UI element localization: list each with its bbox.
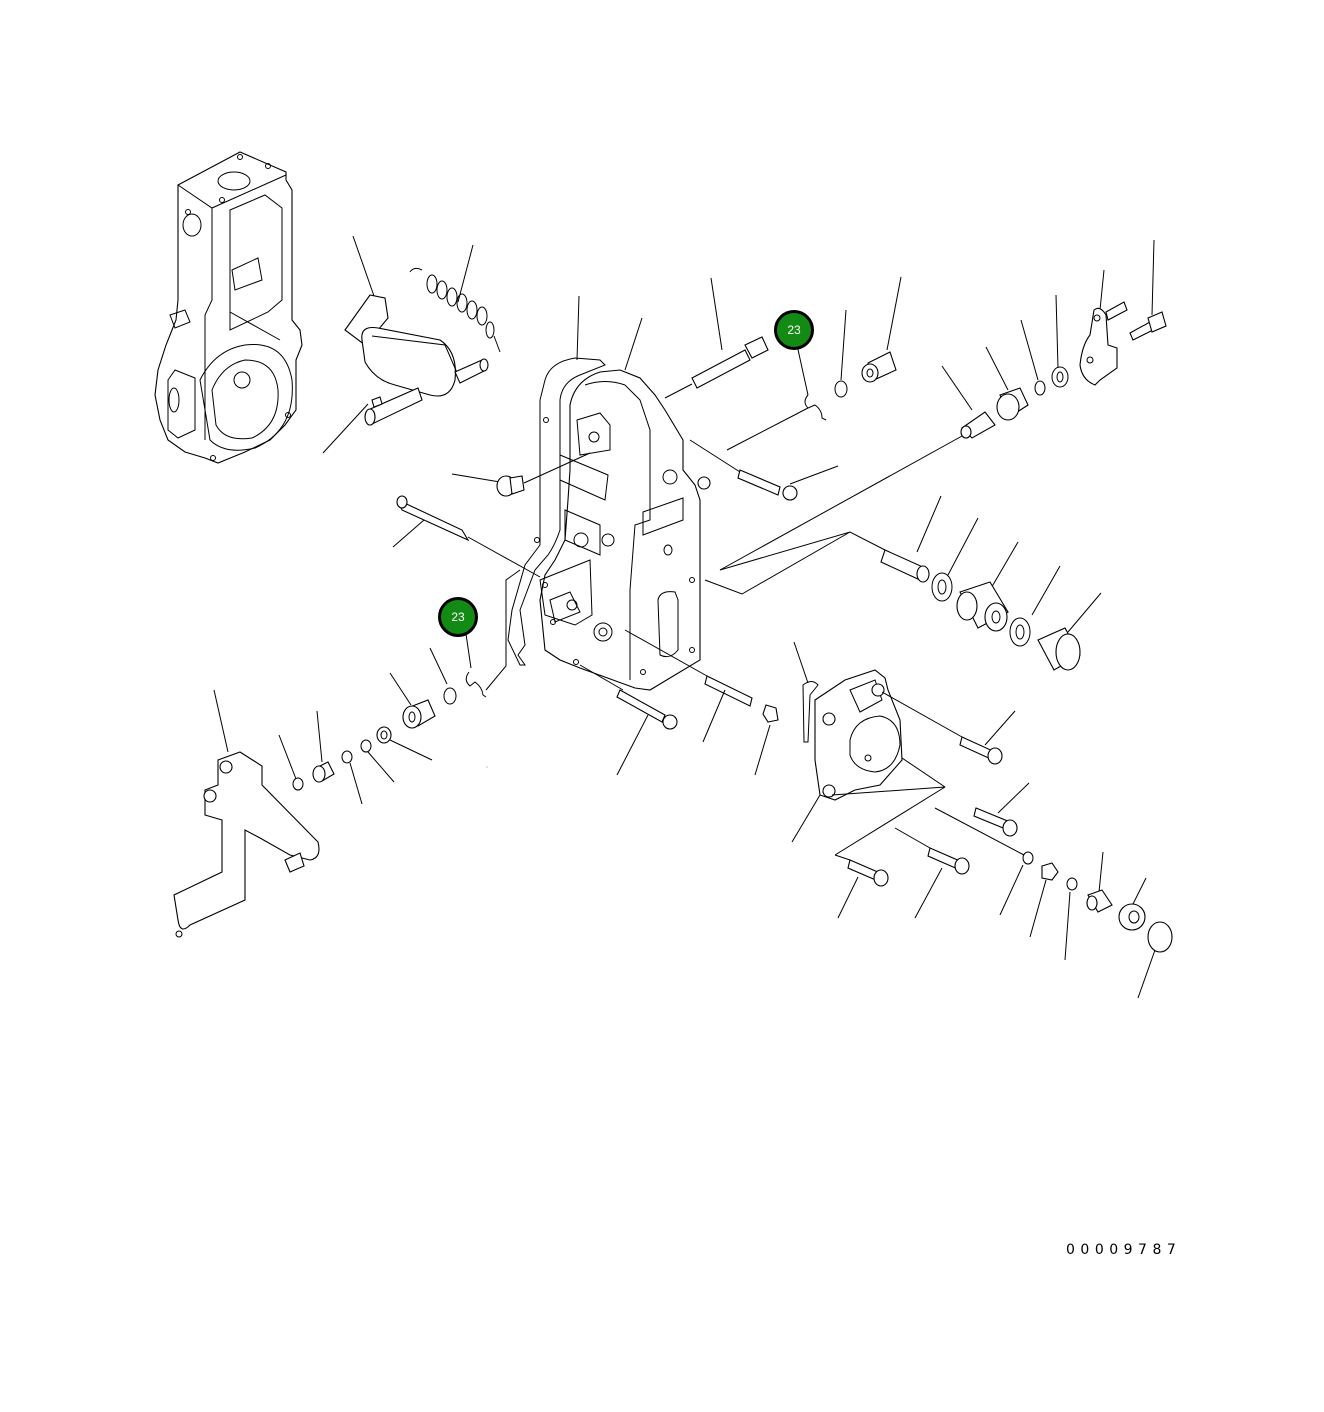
bracket-leader-lines <box>704 531 886 595</box>
callout-badge-23-left[interactable]: 23 <box>438 597 478 637</box>
catalog-number: 00009787 <box>1066 1242 1182 1258</box>
control-lever <box>173 689 320 938</box>
o-ring-right <box>1020 319 1046 396</box>
gasket-lower-right <box>793 641 819 743</box>
bracket-bolt <box>1129 239 1167 341</box>
sleeve-large <box>956 541 1019 632</box>
washer-left-3 <box>341 750 363 805</box>
callout-2-retaining-ring <box>465 569 521 698</box>
adjust-screw <box>880 495 942 583</box>
cover-bolt-top <box>664 277 769 399</box>
side-bolt-right <box>689 439 839 501</box>
governor-cover <box>539 317 701 691</box>
retaining-ring-top <box>726 344 827 451</box>
sleeve-top <box>861 276 902 383</box>
bracket-plate <box>1079 269 1128 386</box>
stopper-bolt <box>719 365 996 571</box>
washer-center-right-2 <box>1009 565 1061 647</box>
lower-right-housing <box>791 669 963 843</box>
callout-badge-23-top[interactable]: 23 <box>774 310 814 350</box>
lower-right-bolts <box>831 710 1030 919</box>
bushing-left <box>312 710 335 783</box>
gasket <box>507 295 606 666</box>
washer-left-4 <box>278 734 304 791</box>
washer-center-right <box>931 517 979 602</box>
long-bolt-left <box>392 495 541 578</box>
o-ring-left <box>429 647 457 705</box>
sleeve-left <box>389 672 436 729</box>
callout-label: 23 <box>787 323 801 337</box>
cap <box>1037 592 1102 671</box>
bottom-bolts <box>579 629 779 776</box>
cover-plug <box>451 452 591 497</box>
washer-left-2 <box>360 739 395 783</box>
spring <box>409 244 501 353</box>
callout-label: 23 <box>451 610 465 624</box>
governor-housing <box>154 151 303 464</box>
washer-left-1 <box>376 726 433 761</box>
o-ring-top <box>834 309 848 398</box>
lever-assembly <box>322 235 489 454</box>
bushing-top-right <box>985 346 1029 421</box>
washer-right <box>1051 294 1069 388</box>
lower-right-small-parts <box>999 851 1173 999</box>
